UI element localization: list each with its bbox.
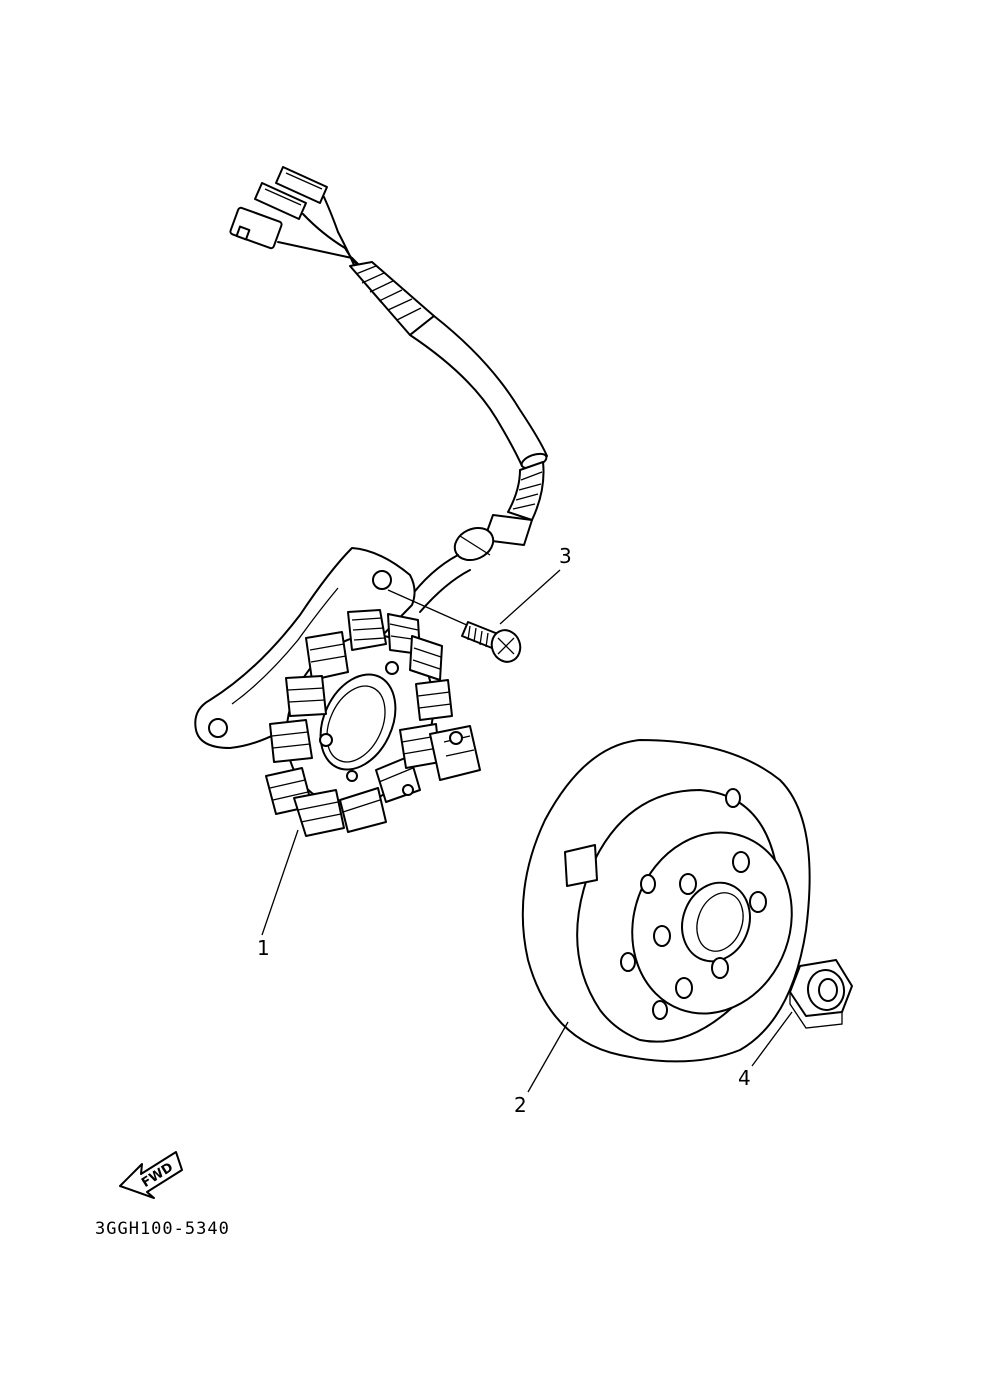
diagram-code: 3GGH100-5340	[95, 1219, 230, 1239]
callout-2: 2	[514, 1093, 527, 1117]
callout-1: 1	[257, 936, 270, 960]
nut-icon	[789, 959, 853, 1029]
fwd-arrow-icon: FWD	[119, 1151, 183, 1199]
callout-leaders	[261, 569, 793, 1093]
flywheel-rotor	[521, 739, 811, 1063]
connector-a-icon	[275, 166, 339, 233]
connector-b-icon	[254, 182, 346, 249]
callout-3: 3	[559, 544, 572, 568]
connector-c-icon	[229, 206, 353, 259]
stator-assembly	[194, 547, 481, 837]
wire-harness	[229, 166, 548, 613]
stator-base-plate	[194, 547, 416, 749]
callout-4: 4	[738, 1066, 751, 1090]
screw-icon	[387, 589, 522, 663]
pickup-coil	[429, 725, 481, 781]
